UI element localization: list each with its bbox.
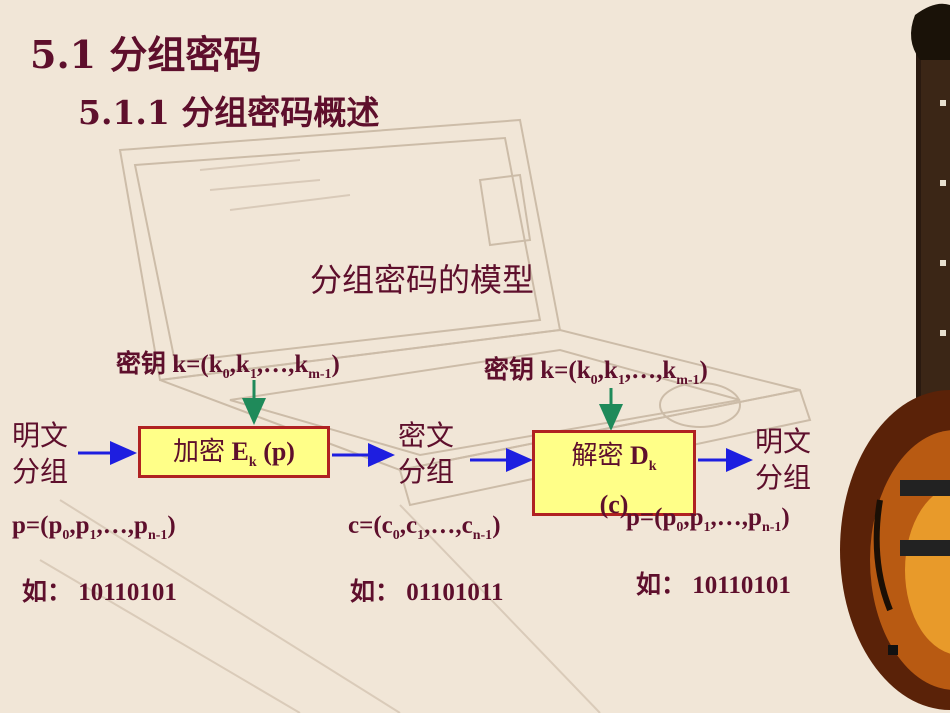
encrypt-box: 加密 Ek (p) [138, 426, 330, 478]
laptop-sketch [39, 118, 812, 713]
plaintext-vector: p=(p0,p1,…,pn-1) [12, 512, 176, 543]
example-ciphertext: 如： 01101011 [350, 577, 504, 606]
slide-subtitle: 5.1.1 分组密码概述 [78, 93, 380, 132]
slide-title: 5.1 分组密码 [30, 32, 262, 77]
ciphertext-block-label: 密文 分组 [398, 419, 455, 488]
ciphertext-vector: c=(c0,c1,…,cn-1) [348, 512, 501, 543]
diagram-title: 分组密码的模型 [310, 261, 535, 299]
example-plaintext: 如： 10110101 [22, 577, 177, 606]
plaintext-block-label: 明文 分组 [12, 419, 69, 488]
key-left: 密钥 k=(k0,k1,…,km-1) [116, 349, 340, 382]
key-left-label: 密钥 [116, 349, 167, 378]
plaintext-output-label: 明文 分组 [755, 425, 812, 494]
decrypt-box: 解密 Dk (c) [532, 430, 696, 519]
key-right-label: 密钥 [484, 355, 535, 384]
plaintext-output-vector: p=(p0,p1,…,pn-1) [626, 504, 790, 535]
key-right: 密钥 k=(k0,k1,…,km-1) [484, 355, 708, 388]
guitar-illustration [840, 3, 950, 710]
example-plaintext-output: 如： 10110101 [636, 570, 791, 599]
